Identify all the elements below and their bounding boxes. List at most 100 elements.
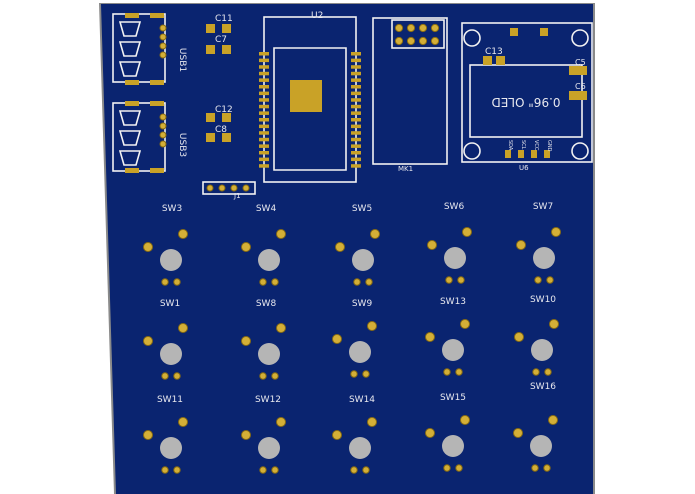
key-switch: SW8 xyxy=(241,299,286,380)
capacitor-c11: C11 xyxy=(206,14,233,33)
switch-stem xyxy=(530,435,552,457)
switch-pad xyxy=(516,240,526,250)
c11-label: C11 xyxy=(215,14,233,24)
key-switch: SW6 xyxy=(427,202,472,284)
switch-pad xyxy=(276,417,286,427)
switch-pad xyxy=(241,336,251,346)
switch-pad xyxy=(549,319,559,329)
c7-label: C7 xyxy=(215,35,227,45)
switch-pad xyxy=(370,229,380,239)
switch-led-pad xyxy=(271,466,279,474)
switch-led-pad xyxy=(443,464,451,472)
switch-led-pad xyxy=(259,466,267,474)
switch-stem xyxy=(533,247,555,269)
switch-label: SW12 xyxy=(255,395,281,405)
switch-label: SW13 xyxy=(440,297,466,307)
c5-label: C5 xyxy=(575,58,586,67)
switch-pad xyxy=(425,428,435,438)
switch-pad xyxy=(332,334,342,344)
switch-pad xyxy=(427,240,437,250)
switch-label: SW8 xyxy=(256,299,277,309)
switch-led-pad xyxy=(271,278,279,286)
oled-module-u6: 0.96" OLED SDA SCL VCC GND U6 xyxy=(461,22,593,172)
switch-led-pad xyxy=(365,278,373,286)
switch-led-pad xyxy=(350,466,358,474)
oled-pins: SDA SCL VCC GND xyxy=(505,140,552,158)
pin-gnd: GND xyxy=(546,140,552,152)
switch-label: SW3 xyxy=(162,204,182,214)
pin-scl: SCL xyxy=(520,140,526,150)
switch-pad xyxy=(367,417,377,427)
switch-stem xyxy=(352,249,374,271)
switch-led-pad xyxy=(445,276,453,284)
module-u2: U2 xyxy=(259,11,361,183)
switch-pad xyxy=(332,430,342,440)
switch-led-pad xyxy=(161,372,169,380)
switch-led-pad xyxy=(546,276,554,284)
switch-led-pad xyxy=(173,278,181,286)
switch-pad xyxy=(335,242,345,252)
switch-stem xyxy=(160,437,182,459)
capacitor-c13: C13 xyxy=(483,47,505,65)
switch-led-pad xyxy=(173,466,181,474)
capacitor-c6: C6 xyxy=(569,82,587,100)
switch-pad xyxy=(462,227,472,237)
switch-pad xyxy=(178,229,188,239)
switch-stem xyxy=(442,435,464,457)
switch-pad xyxy=(548,415,558,425)
usb3-label: USB3 xyxy=(177,133,187,157)
capacitor-c12: C12 xyxy=(206,105,233,122)
switch-pad xyxy=(276,323,286,333)
switch-pad xyxy=(460,319,470,329)
switch-stem xyxy=(349,437,371,459)
switch-led-pad xyxy=(457,276,465,284)
capacitor-c7: C7 xyxy=(206,35,231,54)
switch-label: SW7 xyxy=(533,202,553,212)
switch-pad xyxy=(143,336,153,346)
switch-label: SW10 xyxy=(530,295,556,305)
switch-pad xyxy=(178,417,188,427)
switch-label: SW16 xyxy=(530,382,556,392)
switch-stem xyxy=(258,437,280,459)
header-j1: J1 xyxy=(202,181,256,200)
switch-led-pad xyxy=(353,278,361,286)
switch-pad xyxy=(514,332,524,342)
switch-led-pad xyxy=(534,276,542,284)
switch-label: SW6 xyxy=(444,202,465,212)
key-switch: SW15 xyxy=(425,393,470,472)
switch-led-pad xyxy=(544,368,552,376)
switch-pad xyxy=(241,242,251,252)
key-switch: SW4 xyxy=(241,204,286,286)
key-switch: SW11 xyxy=(143,395,188,474)
microphone-mk1: MK1 xyxy=(372,17,448,173)
switch-pad xyxy=(143,430,153,440)
usb-connector-3: USB3 xyxy=(112,101,187,173)
u2-label: U2 xyxy=(311,11,323,21)
switch-pad xyxy=(513,428,523,438)
pin-vcc: VCC xyxy=(533,140,539,151)
key-switch: SW16 xyxy=(513,382,558,472)
switch-stem xyxy=(444,247,466,269)
switch-pad xyxy=(551,227,561,237)
switch-pad xyxy=(367,321,377,331)
c8-label: C8 xyxy=(215,125,227,135)
switch-stem xyxy=(531,339,553,361)
c12-label: C12 xyxy=(215,105,233,115)
switch-label: SW5 xyxy=(352,204,372,214)
switch-label: SW9 xyxy=(352,299,373,309)
key-switch: SW1 xyxy=(143,299,188,380)
switch-led-pad xyxy=(161,278,169,286)
capacitor-c8: C8 xyxy=(206,125,231,142)
switch-led-pad xyxy=(161,466,169,474)
switch-led-pad xyxy=(531,464,539,472)
key-switch: SW3 xyxy=(143,204,188,286)
switch-stem xyxy=(442,339,464,361)
switch-led-pad xyxy=(173,372,181,380)
switch-led-pad xyxy=(543,464,551,472)
switch-stem xyxy=(160,343,182,365)
switch-led-pad xyxy=(455,464,463,472)
key-switch: SW5 xyxy=(335,204,380,286)
switch-stem xyxy=(258,249,280,271)
c6-label: C6 xyxy=(575,82,586,91)
